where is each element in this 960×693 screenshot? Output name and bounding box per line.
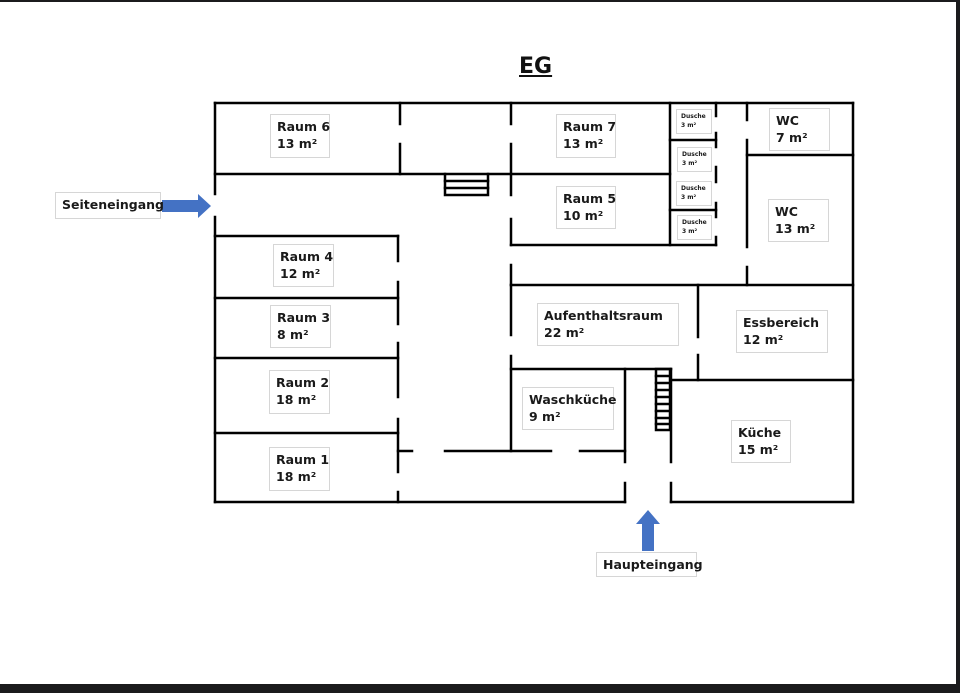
main-entrance-arrow-icon [636, 510, 660, 551]
room-name: Waschküche [529, 392, 617, 407]
room-name: Essbereich [743, 315, 820, 330]
room-name: Dusche [681, 113, 706, 120]
room-label-raum-7: Raum 7 13 m² [556, 114, 616, 158]
room-label-dusche-2: Dusche 3 m² [677, 147, 712, 172]
room-label-raum-4: Raum 4 12 m² [273, 244, 334, 287]
room-area: 7 m² [776, 130, 808, 145]
stairs-right [654, 367, 672, 432]
room-name: WC [775, 204, 798, 219]
floor-title: EG [519, 54, 553, 79]
room-name: Dusche [682, 219, 707, 226]
room-area: 3 m² [681, 194, 697, 201]
room-label-aufenthaltsraum: Aufenthaltsraum 22 m² [537, 303, 679, 346]
room-label-raum-6: Raum 6 13 m² [270, 114, 330, 158]
room-label-wc-small: WC 7 m² [769, 108, 830, 151]
room-name: Raum 4 [280, 249, 334, 264]
main-entrance-label: Haupteingang [596, 552, 703, 577]
room-label-dusche-1: Dusche 3 m² [676, 109, 712, 134]
room-label-dusche-4: Dusche 3 m² [677, 215, 712, 240]
room-area: 12 m² [743, 332, 784, 347]
room-area: 9 m² [529, 409, 561, 424]
room-label-wc-large: WC 13 m² [768, 199, 829, 242]
room-area: 22 m² [544, 325, 585, 340]
room-area: 3 m² [682, 160, 698, 167]
arrows [162, 194, 660, 551]
side-entrance-label: Seiteneingang [55, 192, 164, 219]
room-area: 13 m² [563, 136, 604, 151]
room-area: 12 m² [280, 266, 321, 281]
room-label-raum-5: Raum 5 10 m² [556, 186, 616, 229]
room-name: Raum 5 [563, 191, 617, 206]
room-area: 3 m² [681, 122, 697, 129]
room-label-raum-3: Raum 3 8 m² [270, 305, 331, 348]
stairs-top [443, 172, 490, 197]
walls [213, 101, 855, 504]
room-area: 18 m² [276, 469, 317, 484]
room-name: Aufenthaltsraum [544, 308, 663, 323]
room-area: 8 m² [277, 327, 309, 342]
room-area: 13 m² [277, 136, 318, 151]
room-name: Raum 2 [276, 375, 330, 390]
room-area: 3 m² [682, 228, 698, 235]
room-label-raum-2: Raum 2 18 m² [269, 370, 330, 414]
room-name: Raum 6 [277, 119, 331, 134]
room-area: 18 m² [276, 392, 317, 407]
room-name: WC [776, 113, 799, 128]
room-label-kueche: Küche 15 m² [731, 420, 791, 463]
room-label-waschkueche: Waschküche 9 m² [522, 387, 617, 430]
room-name: Raum 1 [276, 452, 330, 467]
room-name: Dusche [682, 151, 707, 158]
room-name: Raum 7 [563, 119, 617, 134]
room-label-essbereich: Essbereich 12 m² [736, 310, 828, 353]
room-name: Dusche [681, 185, 706, 192]
room-label-raum-1: Raum 1 18 m² [269, 447, 330, 491]
room-area: 10 m² [563, 208, 604, 223]
room-label-dusche-3: Dusche 3 m² [676, 181, 712, 206]
room-area: 15 m² [738, 442, 779, 457]
room-name: Raum 3 [277, 310, 331, 325]
room-name: Küche [738, 425, 782, 440]
room-area: 13 m² [775, 221, 816, 236]
side-entrance-arrow-icon [162, 194, 211, 218]
